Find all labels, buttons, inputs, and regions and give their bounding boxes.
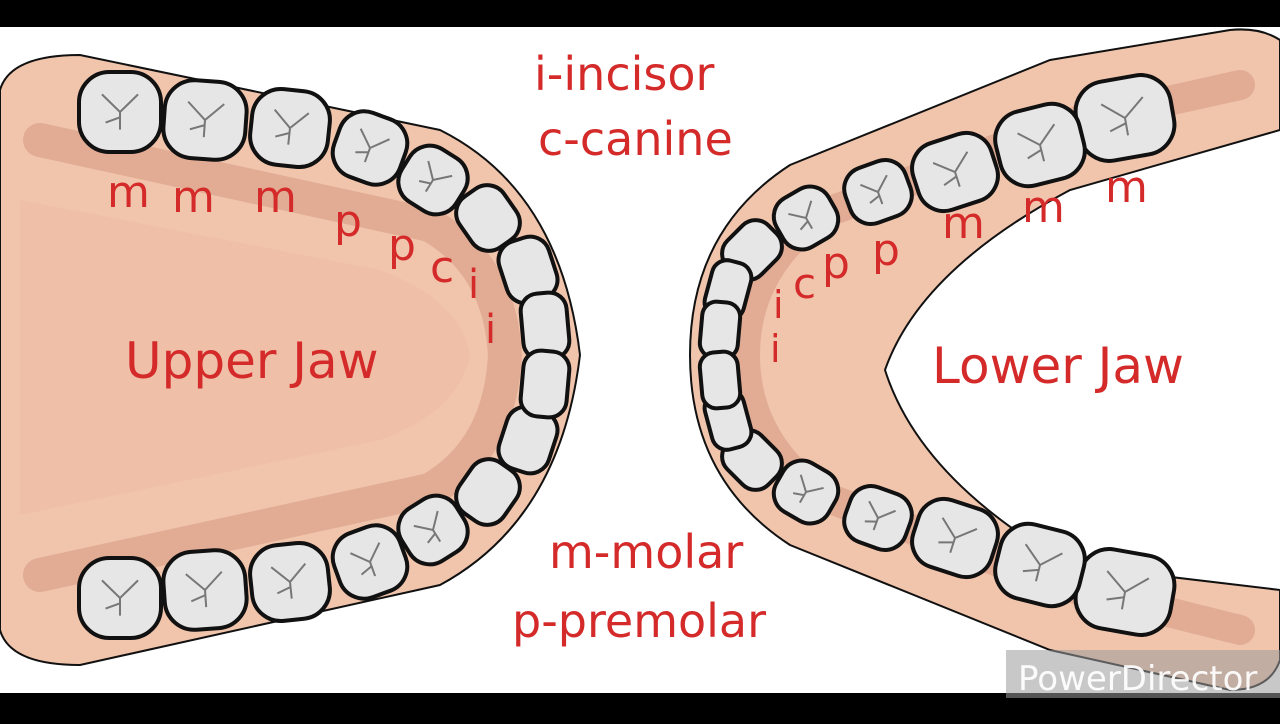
- lower-label-molar-1: m: [942, 198, 985, 249]
- lower-teeth: [697, 73, 1177, 637]
- upper-tooth-bottom-1: [77, 556, 163, 640]
- upper-tooth-bottom-5: [396, 493, 470, 567]
- upper-tooth-top-1: [77, 70, 163, 154]
- upper-tooth-labels: m m m p p c i i: [107, 167, 496, 353]
- lower-tooth-bottom-8: [697, 349, 743, 411]
- lower-jaw: i i c p p m m m Lower Jaw: [688, 28, 1280, 692]
- legend: i-incisor c-canine m-molar p-premolar: [512, 47, 766, 648]
- upper-tooth-top-3: [248, 86, 332, 170]
- lower-tooth-labels: i i c p p m m m: [770, 162, 1148, 371]
- upper-label-molar-3: m: [254, 172, 297, 223]
- upper-tooth-bottom-2: [161, 548, 249, 632]
- legend-premolar: p-premolar: [512, 594, 766, 648]
- lower-jaw-title: Lower Jaw: [932, 337, 1184, 395]
- upper-label-molar-1: m: [107, 167, 150, 218]
- upper-tooth-bottom-8: [518, 348, 572, 420]
- upper-tooth-top-5: [396, 143, 470, 217]
- upper-label-molar-2: m: [172, 172, 215, 223]
- lower-tooth-top-4: [842, 158, 914, 226]
- upper-tooth-bottom-3: [248, 540, 332, 624]
- watermark-backdrop: [1006, 650, 1280, 698]
- lower-label-molar-2: m: [1022, 182, 1065, 233]
- legend-canine: c-canine: [538, 112, 733, 166]
- upper-label-canine: c: [430, 242, 454, 293]
- watermark-text: PowerDirector: [1018, 659, 1257, 699]
- lower-label-premolar-1: p: [822, 238, 850, 289]
- upper-jaw: m m m p p c i i Upper Jaw: [0, 53, 582, 667]
- lower-label-premolar-2: p: [872, 225, 900, 276]
- lower-tooth-bottom-2: [993, 521, 1087, 609]
- upper-label-premolar-2: p: [388, 220, 416, 271]
- lower-label-incisor-1: i: [773, 283, 784, 327]
- upper-tooth-bottom-4: [330, 523, 410, 601]
- legend-incisor: i-incisor: [534, 47, 714, 101]
- lower-tooth-top-5: [771, 184, 841, 252]
- upper-jaw-gum-ridge: [23, 123, 523, 592]
- upper-tooth-top-4: [330, 109, 410, 187]
- upper-jaw-title: Upper Jaw: [125, 332, 379, 390]
- upper-label-premolar-1: p: [334, 196, 362, 247]
- watermark: PowerDirector: [1006, 650, 1280, 699]
- upper-label-incisor-1: i: [468, 262, 479, 308]
- lower-tooth-bottom-5: [771, 458, 841, 526]
- lower-label-canine: c: [793, 259, 816, 308]
- lower-label-molar-3: m: [1105, 162, 1148, 213]
- lower-tooth-bottom-4: [842, 484, 914, 552]
- legend-molar: m-molar: [549, 525, 743, 579]
- upper-tooth-top-2: [161, 78, 249, 162]
- upper-palate: [20, 200, 470, 515]
- lower-label-incisor-2: i: [770, 327, 781, 371]
- upper-teeth: [77, 70, 572, 640]
- lower-tooth-bottom-3: [910, 496, 1000, 580]
- lower-tooth-top-1: [1073, 73, 1177, 163]
- lower-tooth-top-3: [910, 130, 1000, 214]
- upper-label-incisor-2: i: [485, 307, 496, 353]
- lower-tooth-top-2: [993, 101, 1087, 189]
